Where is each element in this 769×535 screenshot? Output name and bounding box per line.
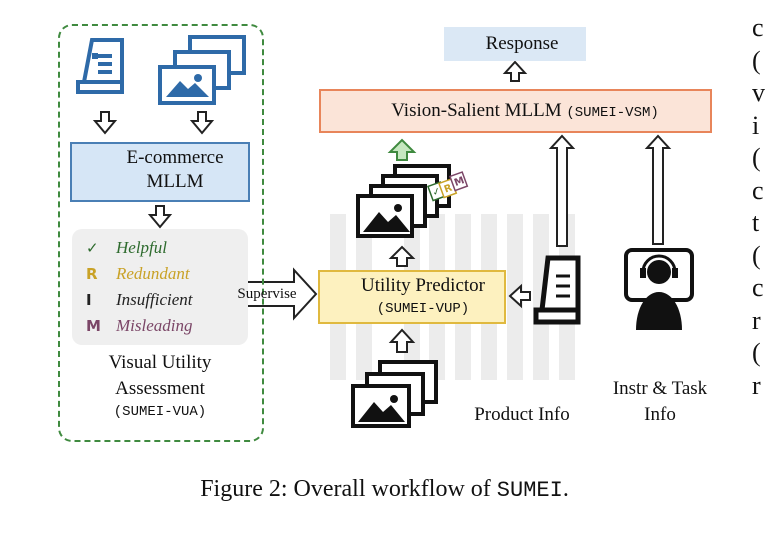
input-image-stack-icon [351,360,438,428]
vua-title: Visual Utility Assessment [108,352,212,399]
arrow-up-to-vup [388,328,416,353]
m-icon: M [86,317,101,335]
check-icon: ✓ [86,239,99,257]
vsm-name: Vision-Salient MLLM [391,100,562,121]
figure-caption: Figure 2: Overall workflow of SUMEI. [200,476,569,503]
arrow-up-product-to-vsm [548,134,576,247]
svg-text:✓: ✓ [431,186,443,199]
ecommerce-mllm-label: E-commerce MLLM [126,147,224,192]
vup-box [318,270,506,324]
utility-labels-panel [72,229,248,345]
vsm-code: (SUMEI-VSM) [566,105,659,121]
vup-name: Utility Predictor [360,275,485,296]
caption-system-name: SUMEI [496,478,563,503]
vup-code: (SUMEI-VUP) [376,301,470,317]
vua-container [58,24,264,442]
arrow-up-vup-output [388,245,416,267]
selected-image-stack-icon [356,164,451,238]
label-helpful: ✓Helpful [86,236,256,260]
product-document-icon [533,255,581,325]
arrow-up-selected-images [387,138,417,161]
arrow-up-instr-to-vsm [644,134,672,245]
response-label: Response [485,33,559,54]
arrow-up-to-response [502,60,528,82]
vsm-box [319,89,712,133]
ecommerce-mllm-box [70,142,250,202]
flow-arrows-left [92,111,215,229]
instr-task-info-label: Instr & Task Info [612,378,708,425]
r-icon: R [86,265,98,283]
cut-off-text-column: c(v i(c t(c r(r [752,13,765,400]
person-headset-icon [624,248,694,330]
supervise-label: Supervise [237,286,297,302]
image-stack-icon [158,35,246,105]
vsm-label: Vision-Salient MLLM (SUMEI-VSM) [340,96,710,128]
svg-text:R: R [443,183,454,196]
vua-code: (SUMEI-VUA) [113,404,207,420]
svg-text:M: M [453,175,466,189]
i-icon: I [86,291,92,309]
product-info-label: Product Info [474,404,570,425]
document-icon [76,38,124,94]
response-box [444,27,586,61]
arrow-left-product-to-vup [508,283,531,309]
label-tags: ✓ R M [427,171,469,202]
